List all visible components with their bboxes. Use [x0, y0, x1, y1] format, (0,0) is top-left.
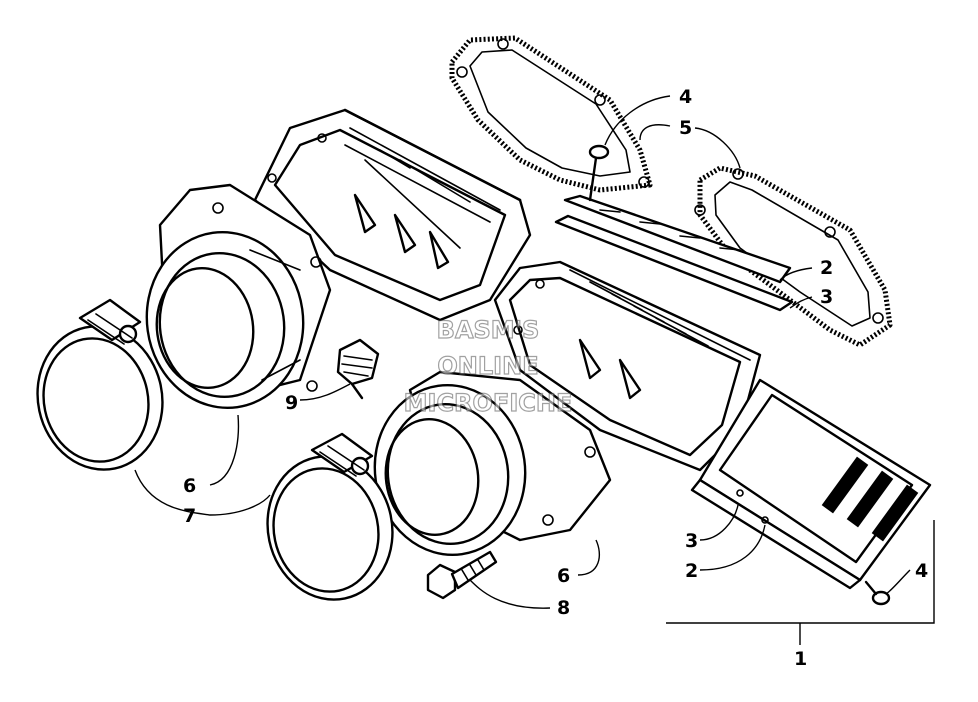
screw-upper: [588, 144, 610, 202]
leader-lines: [134, 95, 911, 609]
callout-8: 8: [557, 597, 570, 619]
spring-clip: [336, 338, 380, 400]
callout-5: 5: [679, 117, 692, 139]
screw-lower: [864, 580, 891, 606]
clamp-lower: [266, 432, 394, 601]
callout-3-upper: 3: [820, 286, 833, 308]
watermark-line-3: MICROFICHE: [404, 389, 573, 417]
callout-3-lower: 3: [685, 530, 698, 552]
callout-9: 9: [285, 392, 298, 414]
callout-4-lower: 4: [915, 560, 928, 582]
reed-cage-upper: [253, 108, 532, 322]
callout-6-upper: 6: [183, 475, 196, 497]
callout-2-lower: 2: [685, 560, 698, 582]
callout-2-upper: 2: [820, 257, 833, 279]
assembly-bracket: [666, 520, 935, 645]
callout-labels: 4 5 2 3 9 6 7 3 2 6 8 4 1: [183, 86, 928, 670]
bolt: [426, 550, 498, 600]
reed-cage-lower: [493, 260, 762, 472]
watermark: BASM'S ONLINE MICROFICHE: [403, 315, 573, 417]
callout-4-upper: 4: [679, 86, 692, 108]
callout-7: 7: [183, 505, 196, 527]
watermark-line-2: ONLINE: [437, 352, 538, 380]
watermark-line-1: BASM'S: [437, 316, 540, 344]
callout-1: 1: [794, 648, 807, 670]
boot-upper: [145, 183, 332, 410]
reed-petal-upper: [554, 194, 794, 312]
clamp-upper: [36, 298, 164, 471]
reed-plates-lower: [690, 378, 932, 590]
gasket-upper: [449, 35, 653, 193]
callout-6-lower: 6: [557, 565, 570, 587]
